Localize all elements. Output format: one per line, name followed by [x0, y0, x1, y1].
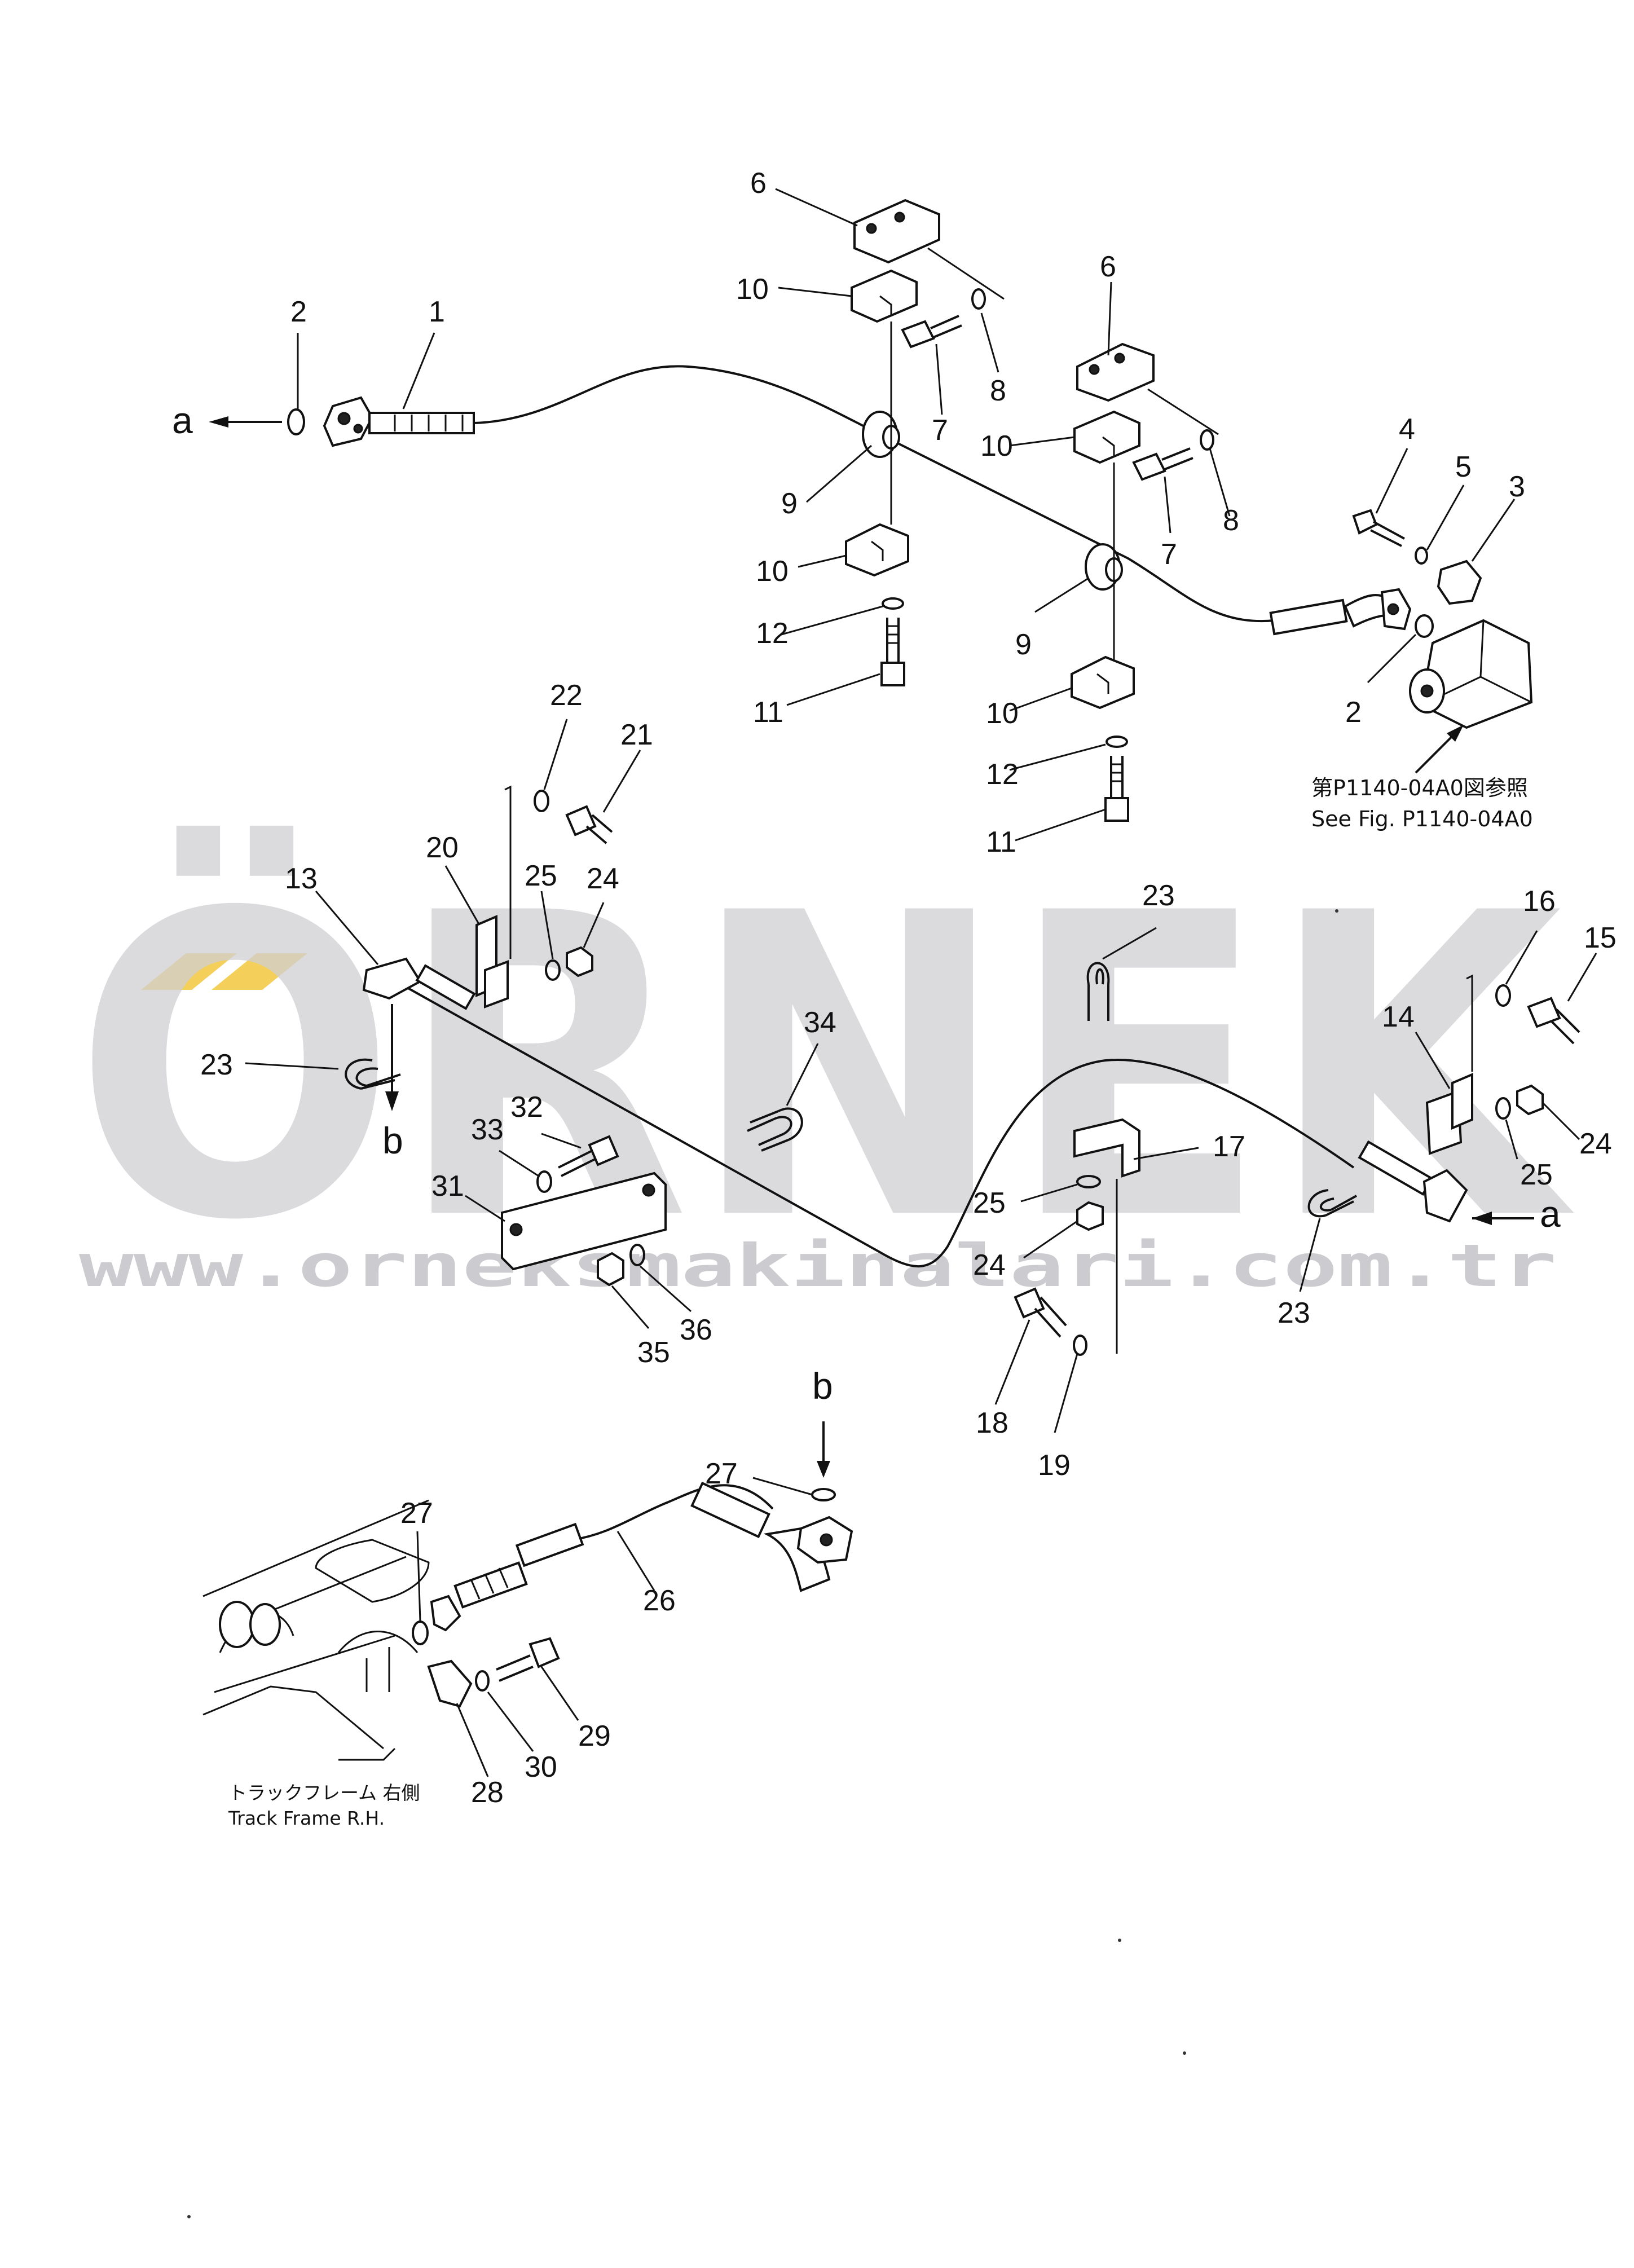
tube-assembly-middle [345, 785, 1580, 1356]
callout-10: 10 [736, 273, 769, 306]
frame-note-english: Track Frame R.H. [228, 1807, 385, 1829]
callout-25: 25 [973, 1187, 1006, 1219]
callout-35: 35 [637, 1336, 670, 1369]
callout-21: 21 [620, 719, 653, 751]
watermark-url: www.orneksmakinalari.com.tr [79, 1231, 1557, 1300]
callout-23: 23 [200, 1049, 233, 1081]
watermark-brand: ÖRNEK [73, 821, 1576, 1311]
callout-3: 3 [1509, 470, 1525, 503]
callout-2: 2 [1345, 696, 1362, 729]
callout-6: 6 [750, 167, 767, 200]
callout-6: 6 [1100, 250, 1116, 283]
callout-10: 10 [986, 697, 1019, 730]
callout-7: 7 [1161, 538, 1177, 571]
callout-27: 27 [400, 1497, 433, 1530]
callout-12: 12 [986, 758, 1019, 791]
callout-labels: 1 2 2 3 4 5 6 6 7 7 8 8 9 9 10 10 10 10 … [200, 167, 1617, 1809]
callout-23: 23 [1142, 879, 1175, 912]
callout-33: 33 [471, 1113, 504, 1146]
callout-25: 25 [525, 860, 557, 892]
callout-23: 23 [1278, 1297, 1310, 1329]
callout-22: 22 [550, 679, 583, 712]
leader-lines [245, 188, 1597, 1777]
callout-15: 15 [1584, 922, 1617, 954]
callout-8: 8 [990, 375, 1006, 407]
track-frame-outline [202, 1499, 430, 1761]
callout-24: 24 [1579, 1128, 1612, 1160]
callout-11: 11 [986, 826, 1016, 858]
callout-25: 25 [1520, 1159, 1553, 1191]
callout-31: 31 [431, 1170, 464, 1203]
hose-assembly-lower [412, 1421, 853, 1708]
callout-28: 28 [471, 1776, 504, 1809]
callout-12: 12 [756, 617, 789, 650]
callout-34: 34 [804, 1006, 836, 1039]
callout-16: 16 [1523, 885, 1556, 918]
connection-b-lower: b [812, 1365, 833, 1407]
reference-note-japanese: 第P1140-04A0図参照 [1311, 776, 1528, 800]
connection-labels: a a b b [172, 399, 1561, 1407]
callout-18: 18 [976, 1407, 1008, 1439]
scan-specks [187, 909, 1338, 2218]
callout-29: 29 [578, 1720, 611, 1752]
watermark-accent-left [141, 953, 237, 990]
clamp-group-1 [845, 199, 1005, 686]
callout-26: 26 [643, 1584, 676, 1617]
callout-5: 5 [1455, 451, 1472, 483]
frame-note-japanese: トラックフレーム 右側 [228, 1782, 420, 1804]
callout-14: 14 [1382, 1001, 1415, 1033]
hose-assembly-upper [209, 365, 1533, 774]
callout-10: 10 [756, 555, 789, 588]
callout-13: 13 [285, 862, 318, 895]
callout-36: 36 [680, 1314, 712, 1346]
callout-24: 24 [587, 862, 619, 895]
callout-30: 30 [525, 1751, 557, 1783]
callout-4: 4 [1399, 413, 1415, 446]
connection-a-left: a [172, 399, 193, 441]
callout-9: 9 [781, 487, 798, 520]
frame-note: トラックフレーム 右側 Track Frame R.H. [228, 1782, 420, 1829]
callout-9: 9 [1015, 628, 1032, 661]
callout-20: 20 [426, 831, 459, 864]
callout-32: 32 [510, 1091, 543, 1124]
clamp-group-2 [1071, 342, 1219, 822]
connection-b-upper: b [382, 1120, 403, 1161]
callout-24: 24 [973, 1249, 1006, 1281]
watermark-accent-right [212, 953, 307, 990]
callout-10: 10 [980, 430, 1013, 463]
callout-19: 19 [1038, 1449, 1071, 1482]
callout-8: 8 [1223, 504, 1239, 537]
callout-11: 11 [753, 696, 783, 729]
callout-17: 17 [1213, 1130, 1245, 1163]
watermark: ÖRNEK www.orneksmakinalari.com.tr [73, 821, 1576, 1311]
callout-7: 7 [932, 414, 948, 447]
reference-note: 第P1140-04A0図参照 See Fig. P1140-04A0 [1311, 776, 1533, 831]
connection-a-right: a [1540, 1193, 1561, 1235]
callout-1: 1 [429, 296, 445, 328]
reference-note-english: See Fig. P1140-04A0 [1311, 807, 1533, 831]
callout-2: 2 [290, 296, 307, 328]
callout-27: 27 [705, 1457, 738, 1490]
